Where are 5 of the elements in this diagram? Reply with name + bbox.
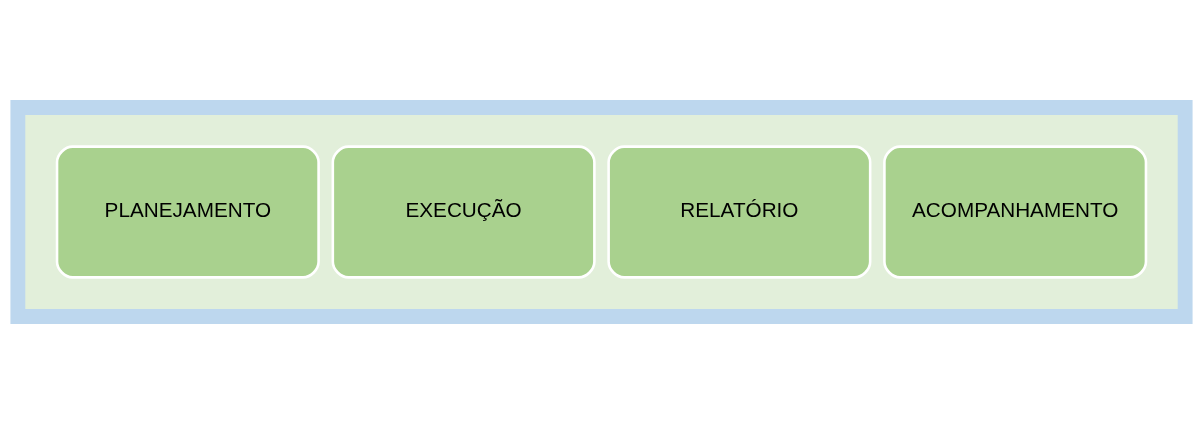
node-box: ACOMPANHAMENTO (883, 144, 1148, 279)
node-box: RELATÓRIO (607, 144, 872, 279)
node-box: PLANEJAMENTO (55, 144, 320, 279)
cluster (25, 114, 1178, 309)
node-box: EXECUÇÃO (331, 144, 596, 279)
